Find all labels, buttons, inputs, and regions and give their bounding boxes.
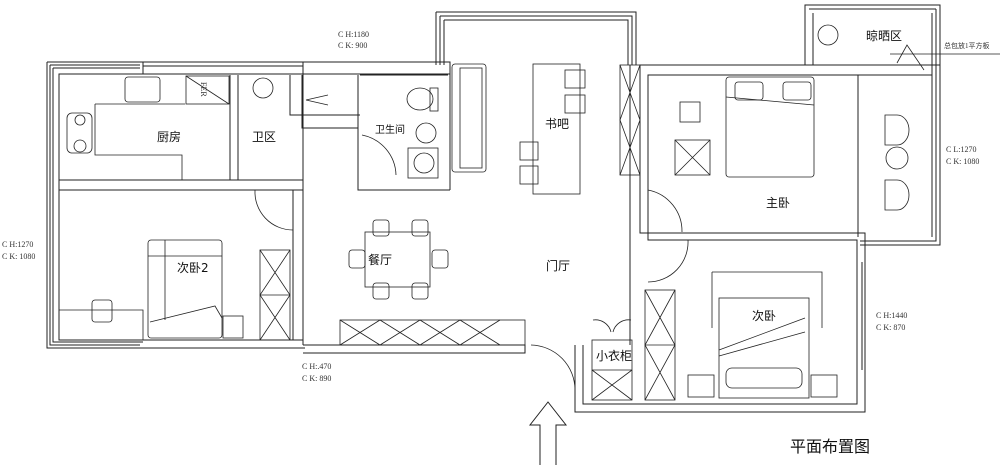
svg-text:卫生间: 卫生间 bbox=[375, 123, 405, 136]
svg-text:C H:1440: C H:1440 bbox=[876, 311, 907, 320]
svg-text:C K: 1080: C K: 1080 bbox=[946, 157, 979, 166]
stove-icon bbox=[66, 112, 93, 154]
bathroom-fixtures: 卫区 卫生间 bbox=[252, 77, 439, 179]
sofa-icon bbox=[451, 63, 487, 173]
svg-text:C K: 900: C K: 900 bbox=[338, 41, 367, 50]
second-bedroom-2: 次卧2 bbox=[59, 189, 294, 341]
round-table-icon bbox=[885, 146, 909, 170]
shower-icon bbox=[305, 94, 329, 106]
bed-icon bbox=[718, 297, 810, 399]
second-bedroom: 次卧 小衣柜 bbox=[591, 239, 838, 401]
svg-text:次卧2: 次卧2 bbox=[177, 261, 209, 275]
nightstand-icon bbox=[687, 374, 715, 398]
svg-text:厨房: 厨房 bbox=[157, 129, 181, 144]
toilet-icon bbox=[406, 87, 434, 111]
svg-text:主卧: 主卧 bbox=[766, 196, 790, 210]
entrance-arrow-icon bbox=[528, 401, 568, 465]
tv-cabinet bbox=[339, 319, 526, 346]
chair-icon bbox=[91, 299, 113, 323]
washer-icon bbox=[407, 147, 439, 179]
nightstand-icon bbox=[810, 374, 838, 398]
svg-text:C H:.470: C H:.470 bbox=[302, 362, 331, 371]
svg-text:门厅: 门厅 bbox=[546, 258, 570, 273]
svg-text:FER: FER bbox=[199, 82, 208, 97]
svg-text:C K: 870: C K: 870 bbox=[876, 323, 905, 332]
svg-text:书吧: 书吧 bbox=[545, 117, 569, 131]
walls bbox=[46, 4, 941, 413]
svg-text:卫区: 卫区 bbox=[252, 130, 276, 144]
svg-text:餐厅: 餐厅 bbox=[368, 252, 392, 267]
entry-door bbox=[530, 344, 576, 391]
bed-icon bbox=[147, 239, 223, 339]
svg-text:C H:1270: C H:1270 bbox=[2, 240, 33, 249]
svg-text:总包放1平方板: 总包放1平方板 bbox=[944, 41, 990, 50]
svg-text:C H:1180: C H:1180 bbox=[338, 30, 369, 39]
window-notes: C H:1180 C K: 900 C H:1270 C K: 1080 C H… bbox=[2, 30, 979, 383]
fridge-icon bbox=[185, 75, 230, 105]
svg-text:C K: 890: C K: 890 bbox=[302, 374, 331, 383]
kitchen-fixtures: FER 厨房 bbox=[66, 75, 230, 180]
basin-icon bbox=[415, 122, 437, 144]
svg-text:C L:1270: C L:1270 bbox=[946, 145, 976, 154]
dining-table: 餐厅 bbox=[348, 219, 449, 300]
svg-text:小衣柜: 小衣柜 bbox=[596, 348, 632, 363]
svg-text:次卧: 次卧 bbox=[752, 309, 776, 323]
basin-icon bbox=[252, 77, 274, 99]
master-bedroom: 主卧 晾晒区 总包放1平方板 bbox=[647, 24, 1000, 233]
sink-icon bbox=[124, 76, 161, 103]
svg-text:C K: 1080: C K: 1080 bbox=[2, 252, 35, 261]
living-fixtures: 书吧 bbox=[451, 63, 641, 195]
bed-icon bbox=[725, 76, 815, 178]
svg-text:晾晒区: 晾晒区 bbox=[866, 28, 902, 43]
plan-title: 平面布置图 bbox=[790, 437, 870, 456]
bar-counter bbox=[532, 63, 581, 195]
